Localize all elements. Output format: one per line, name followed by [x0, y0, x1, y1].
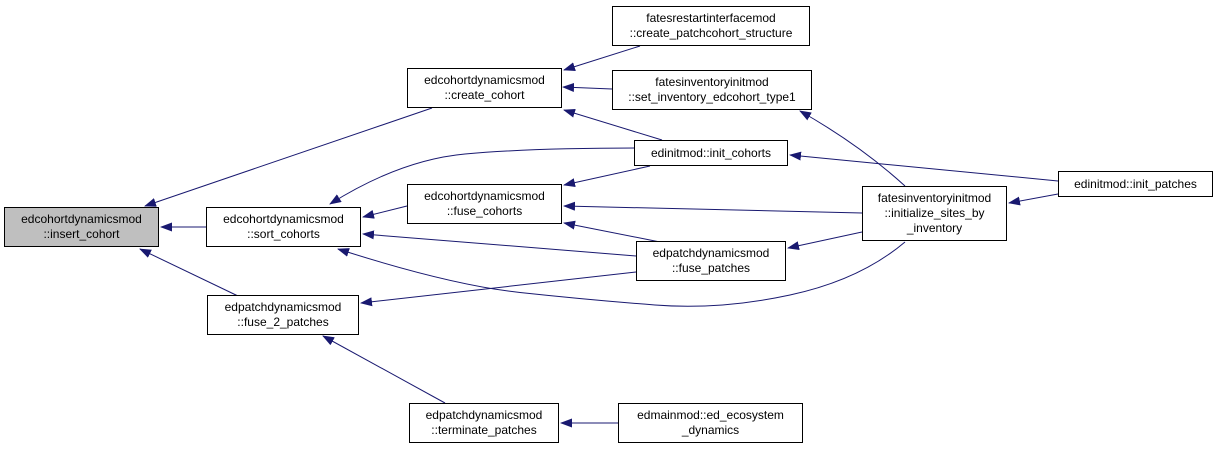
node-label-line: ::create_patchcohort_structure — [629, 26, 793, 40]
edge-init_patches-to-initialize_sites_by_inventory — [1008, 193, 1059, 206]
node-label-line: _dynamics — [681, 423, 740, 437]
edge-init_cohorts-to-fuse_cohorts — [563, 165, 651, 188]
node-label-line: _inventory — [906, 221, 963, 235]
node-ed-ecosystem-dynamics[interactable]: edmainmod::ed_ecosystem_dynamics — [618, 403, 803, 443]
edge-create_patchcohort_structure-to-create_cohort — [563, 45, 641, 71]
node-label-line: edcohortdynamicsmod — [424, 189, 545, 203]
node-init-cohorts[interactable]: edinitmod::init_cohorts — [634, 140, 788, 166]
node-label-line: ::create_cohort — [444, 88, 525, 102]
node-label-line: edpatchdynamicsmod — [425, 408, 543, 422]
node-label-line: edmainmod::ed_ecosystem — [637, 408, 784, 422]
node-terminate-patches[interactable]: edpatchdynamicsmod::terminate_patches — [409, 403, 559, 443]
node-label-line: ::fuse_patches — [671, 261, 751, 275]
edge-set_inventory_edcohort_type1-to-create_cohort — [562, 82, 613, 92]
edge-fuse_patches-to-sort_cohorts — [362, 230, 637, 257]
node-label-line: ::insert_cohort — [43, 227, 120, 241]
node-init-patches[interactable]: edinitmod::init_patches — [1058, 171, 1213, 197]
edge-init_cohorts-to-sort_cohorts — [329, 147, 641, 205]
node-label-line: edcohortdynamicsmod — [424, 73, 545, 87]
node-set-inventory-edcohort-type1[interactable]: fatesinventoryinitmod::set_inventory_edc… — [612, 70, 812, 110]
edge-fuse_2_patches-to-insert_cohort — [139, 248, 239, 297]
node-fuse-2-patches[interactable]: edpatchdynamicsmod::fuse_2_patches — [207, 295, 359, 335]
edge-fuse_cohorts-to-sort_cohorts — [362, 205, 408, 219]
edge-initialize_sites_by_inventory-to-fuse_cohorts — [563, 201, 863, 214]
node-label-line: edinitmod::init_patches — [1074, 176, 1197, 191]
edge-init_cohorts-to-create_cohort — [563, 108, 663, 141]
node-label-line: ::sort_cohorts — [247, 227, 320, 241]
node-create-cohort[interactable]: edcohortdynamicsmod::create_cohort — [407, 68, 562, 108]
node-label-line: edcohortdynamicsmod — [223, 212, 344, 226]
node-fuse-patches[interactable]: edpatchdynamicsmod::fuse_patches — [636, 241, 786, 281]
node-label-line: edcohortdynamicsmod — [21, 212, 142, 226]
node-label-line: ::fuse_cohorts — [446, 204, 523, 218]
node-label-line: fatesinventoryinitmod — [877, 191, 992, 205]
node-create-patchcohort-structure[interactable]: fatesrestartinterfacemod::create_patchco… — [612, 6, 810, 46]
node-label-line: ::set_inventory_edcohort_type1 — [628, 90, 796, 104]
edges — [139, 45, 1059, 428]
edge-fuse_patches-to-fuse_cohorts — [563, 220, 661, 243]
edge-fuse_patches-to-fuse_2_patches — [360, 271, 637, 307]
edge-init_patches-to-init_cohorts — [789, 151, 1059, 182]
node-initialize-sites-by-inventory[interactable]: fatesinventoryinitmod::initialize_sites_… — [862, 186, 1007, 241]
node-label-line: edpatchdynamicsmod — [652, 246, 770, 260]
node-fuse-cohorts[interactable]: edcohortdynamicsmod::fuse_cohorts — [407, 184, 562, 224]
node-label-line: edinitmod::init_cohorts — [650, 145, 772, 160]
node-label-line: edpatchdynamicsmod — [224, 300, 342, 314]
node-label-line: ::initialize_sites_by — [884, 206, 985, 220]
node-label-line: fatesinventoryinitmod — [655, 75, 769, 89]
node-insert-cohort[interactable]: edcohortdynamicsmod::insert_cohort — [4, 207, 159, 247]
edge-initialize_sites_by_inventory-to-fuse_patches — [787, 231, 863, 251]
edge-terminate_patches-to-fuse_2_patches — [322, 335, 446, 404]
node-sort-cohorts[interactable]: edcohortdynamicsmod::sort_cohorts — [206, 207, 361, 247]
edge-initialize_sites_by_inventory-to-sort_cohorts — [337, 241, 906, 307]
node-label-line: ::fuse_2_patches — [237, 315, 329, 329]
node-label-line: fatesrestartinterfacemod — [646, 11, 776, 25]
node-label-line: ::terminate_patches — [431, 423, 537, 437]
edge-create_cohort-to-insert_cohort — [144, 107, 433, 207]
edge-initialize_sites_by_inventory-to-set_inventory_edcohort_type1 — [799, 110, 906, 187]
